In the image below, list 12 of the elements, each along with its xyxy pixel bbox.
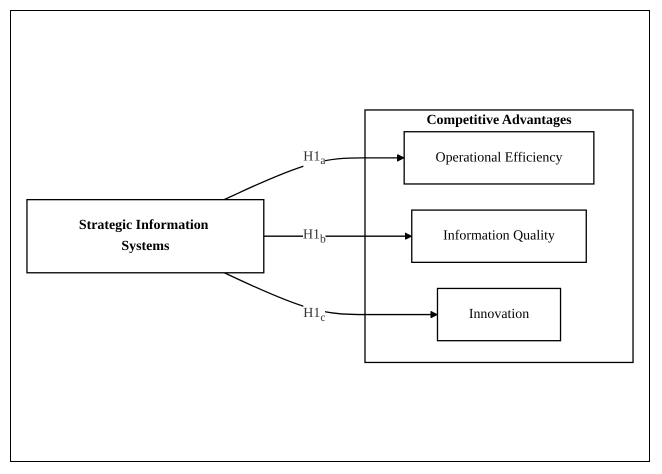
arrow bbox=[264, 232, 412, 240]
edge-label: H1$_{b}$ bbox=[302, 227, 326, 245]
edge-label: H1$_{a}$ bbox=[303, 148, 326, 166]
node-box bbox=[411, 209, 587, 263]
cluster bbox=[364, 109, 634, 363]
node-box bbox=[436, 288, 562, 342]
node-box bbox=[26, 198, 264, 274]
diagram-frame: Competitive Advantages H1$_{a}$ H1$_{b}$ H1$_{c}$ Strategic Information Systems Operational Efficiency Information Quality Innovation bbox=[10, 10, 650, 462]
arrow bbox=[224, 272, 438, 318]
arrow bbox=[224, 154, 405, 200]
edge-label: H1$_{c}$ bbox=[303, 306, 326, 324]
node-box bbox=[404, 130, 594, 184]
